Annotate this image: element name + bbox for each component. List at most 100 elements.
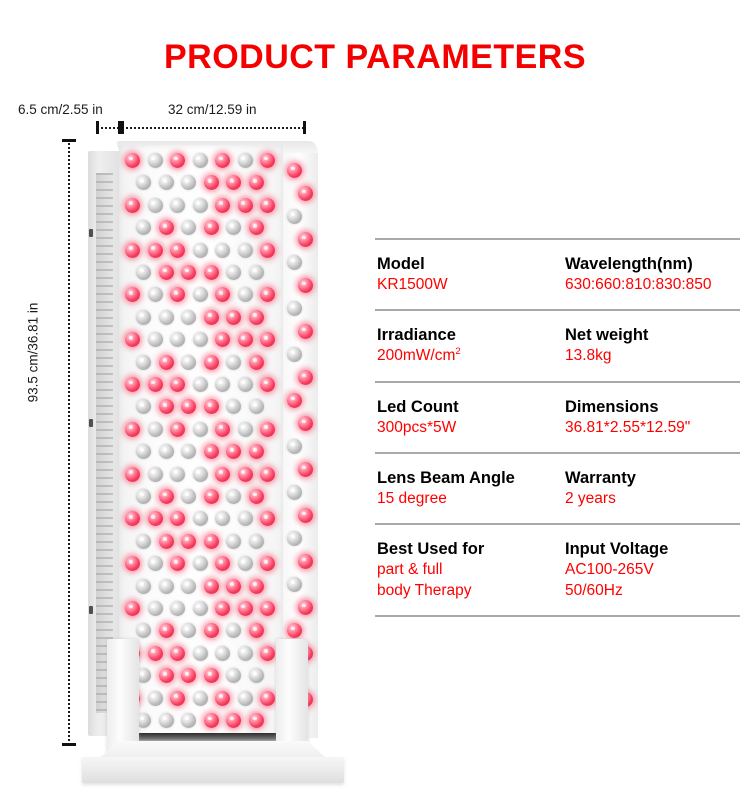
led-red [260,645,275,661]
led-nir [158,309,174,325]
led-red [170,421,185,437]
led-red [298,462,313,477]
led-nir [136,309,152,325]
spec-value: 630:660:810:830:850 [565,276,712,294]
spec-key: Led Count [377,397,459,416]
led-nir [147,332,163,348]
led-red [215,287,230,303]
dimension-cap-depth-left [96,121,99,134]
led-red [158,265,174,280]
led-red [125,153,140,168]
spec-value: KR1500W [377,276,448,294]
led-red [215,466,230,482]
led-red [158,354,174,370]
led-red [298,278,313,293]
spec-cell-right: Wavelength(nm)630:660:810:830:850 [565,253,740,296]
led-red [287,623,302,638]
led-red [260,690,275,706]
dimension-cap-width-left [121,121,124,134]
led-nir [181,489,197,504]
led-red [248,220,264,236]
led-nir [226,489,242,504]
led-nir [136,444,152,460]
led-red [215,332,230,348]
spec-key: Net weight [565,326,649,345]
led-red [248,623,264,639]
led-nir [287,347,302,362]
led-red [215,197,230,213]
spec-value: 13.8kg [565,347,612,365]
led-red [287,393,302,408]
led-red [181,399,197,415]
led-red [203,354,219,370]
led-nir [147,466,163,482]
panel-side-face-left [88,151,119,736]
led-red [125,421,140,437]
led-nir [226,399,242,415]
panel-bottom-vent [124,733,282,743]
led-red [203,533,219,549]
led-red [125,287,140,303]
led-nir [248,265,264,280]
led-red [248,713,264,728]
led-red [158,668,174,684]
led-nir [287,301,302,316]
led-nir [192,690,208,706]
led-nir [237,242,253,258]
led-red [125,511,140,527]
led-red [147,645,163,661]
spec-value: 15 degree [377,489,447,507]
led-nir [136,668,152,684]
led-nir [192,645,208,661]
led-red [203,175,219,191]
led-red [248,175,264,191]
led-nir [192,153,208,168]
led-red [181,265,197,280]
led-red [158,399,174,415]
led-nir [248,399,264,415]
led-nir [237,421,253,437]
led-red [170,511,185,527]
led-red [260,601,275,616]
dimension-label-depth: 6.5 cm/2.55 in [18,102,103,117]
led-nir [215,242,230,258]
led-nir [237,377,253,392]
spec-value: 200mW/cm2 [377,346,461,365]
led-red [237,197,253,213]
led-red [203,220,219,236]
led-red [237,466,253,482]
led-nir [215,377,230,392]
led-red [260,153,275,168]
led-red [298,370,313,385]
dimension-cap-width-right [303,121,306,134]
led-nir [158,444,174,460]
led-red [287,163,302,178]
led-red [298,554,313,569]
led-red [237,601,253,616]
led-red [125,466,140,482]
led-red [158,489,174,504]
led-red [215,421,230,437]
led-nir [287,209,302,224]
spec-key: Input Voltage [565,539,669,558]
side-screw-icon [89,419,93,427]
spec-value: AC100-265V [565,561,654,579]
led-red [298,186,313,201]
led-nir [181,578,197,594]
led-red [298,416,313,431]
led-nir [237,511,253,527]
led-nir [181,444,197,460]
panel-front-face [119,145,283,745]
led-nir [136,713,152,728]
led-red [226,713,242,728]
led-red [298,508,313,523]
led-nir [170,466,185,482]
